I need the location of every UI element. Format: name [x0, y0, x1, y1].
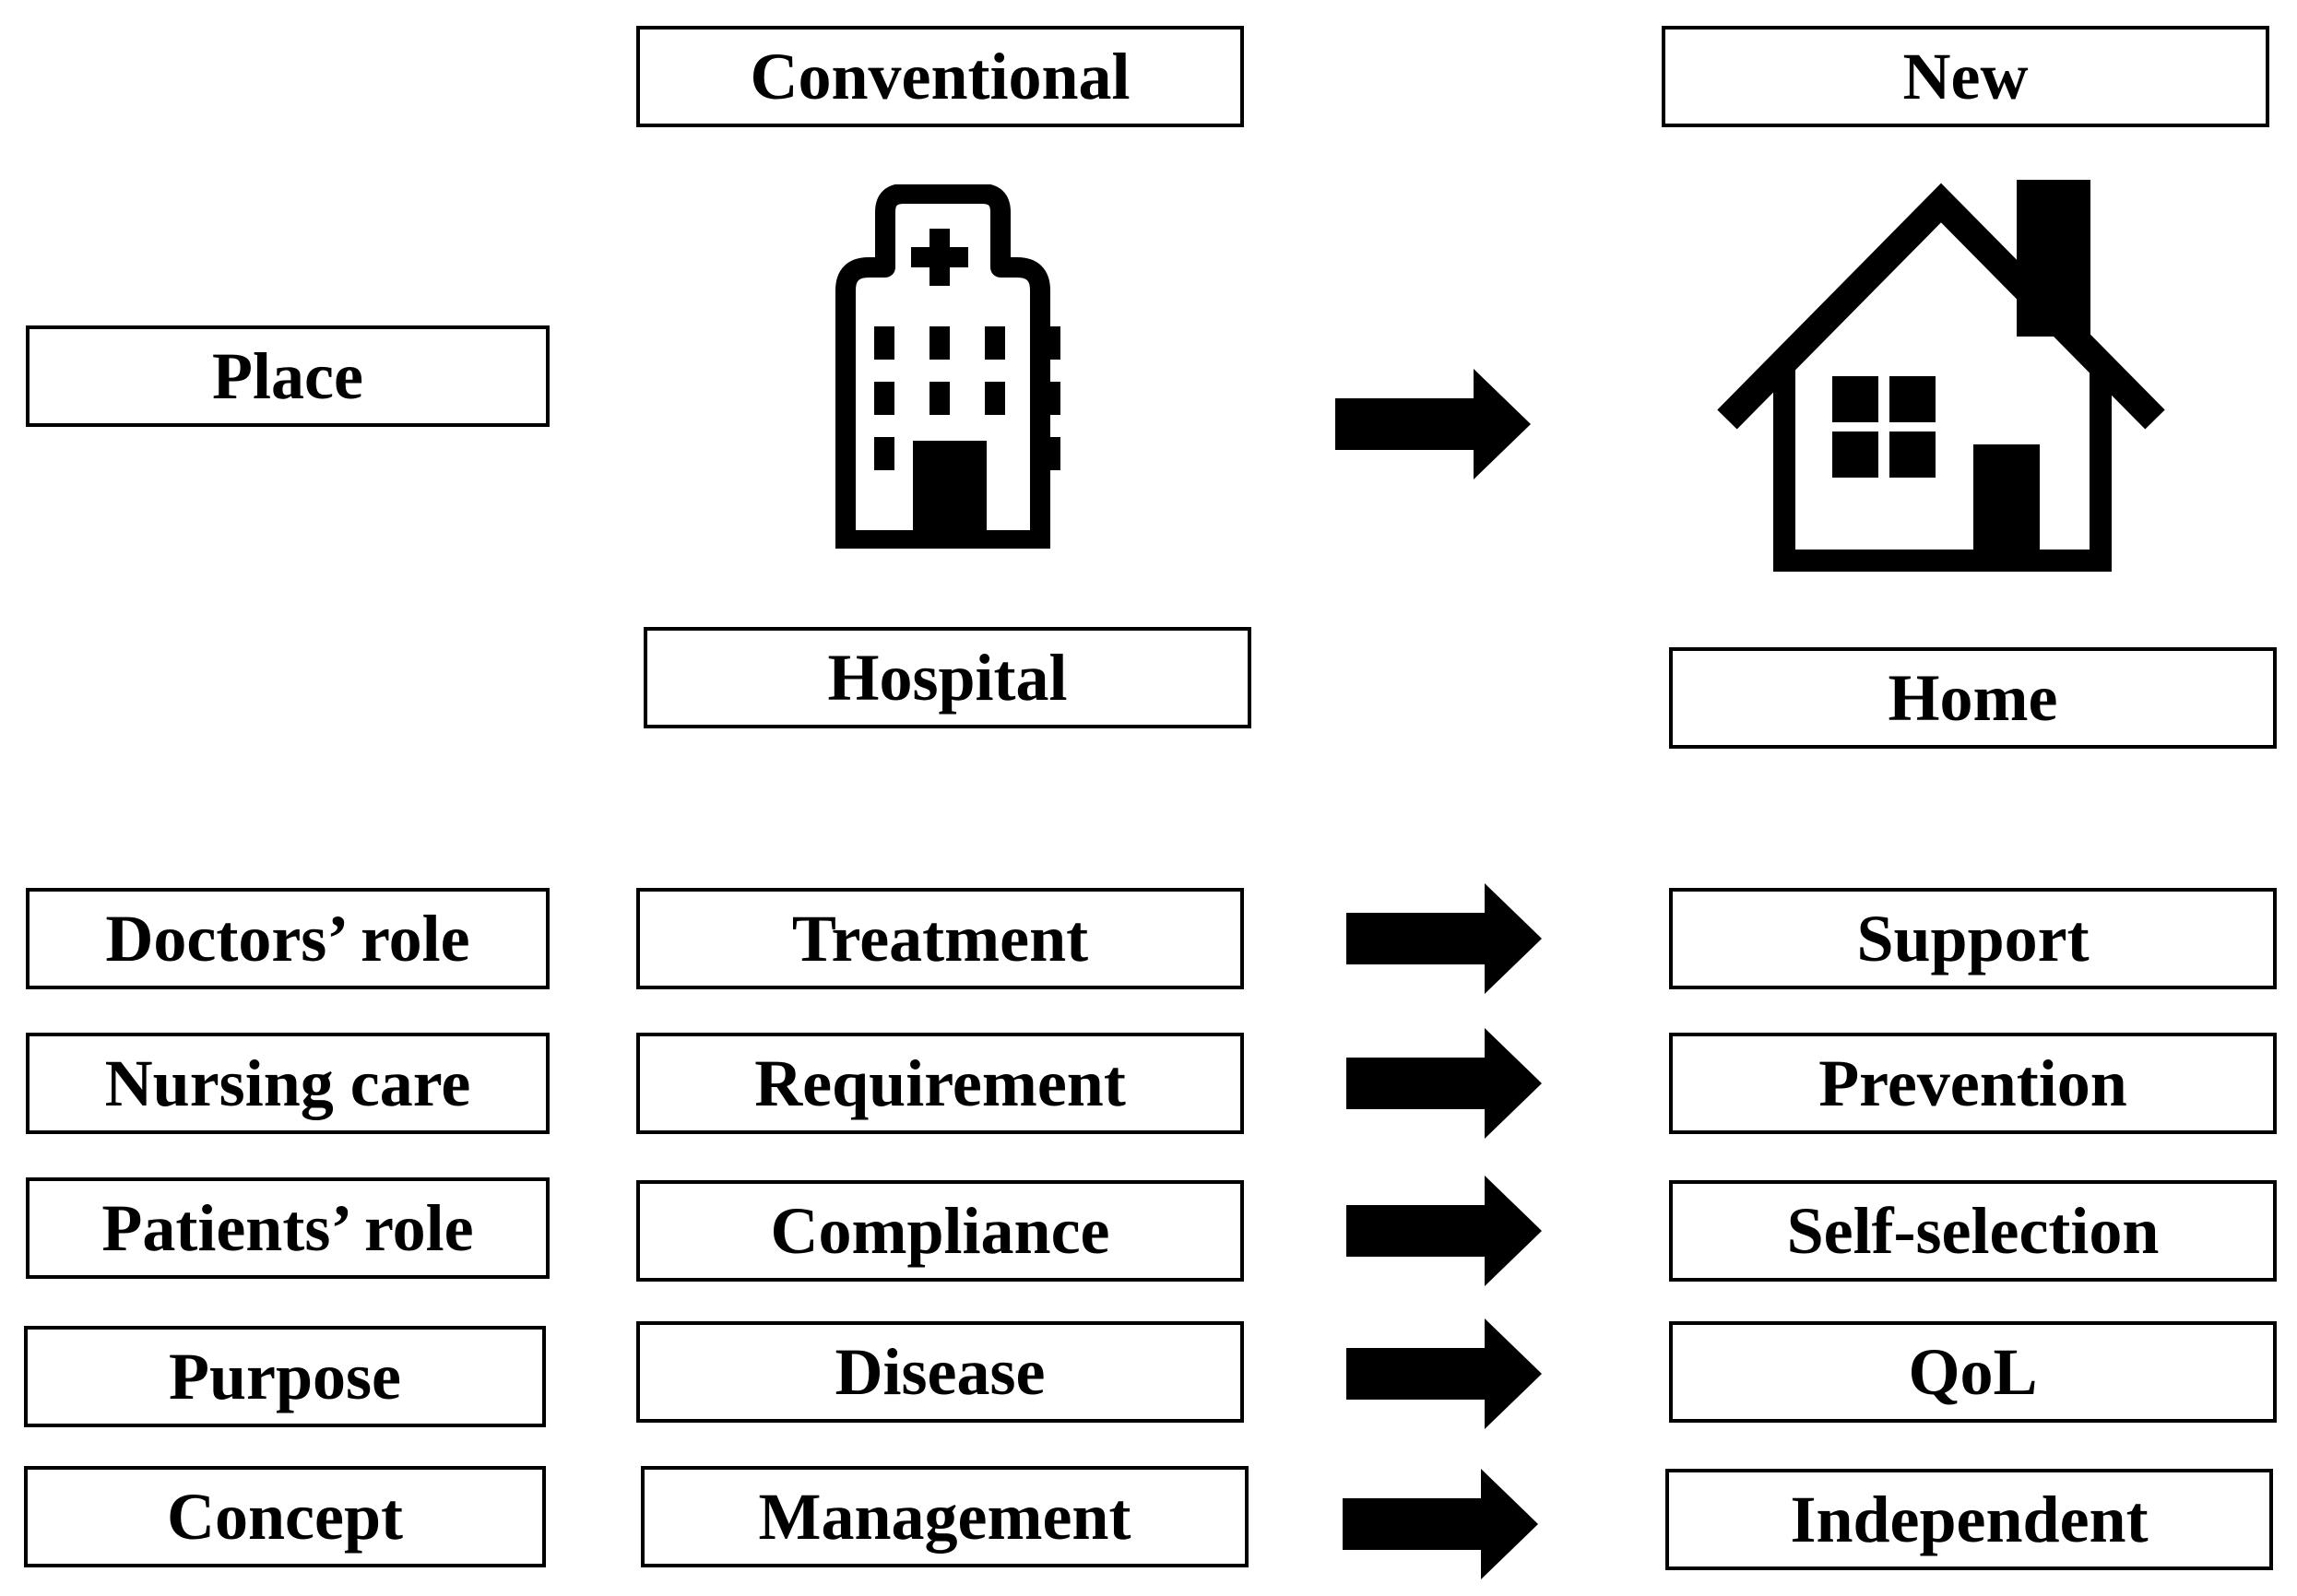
row-label: Concept: [24, 1466, 546, 1567]
right-arrow-icon: [1346, 1028, 1542, 1139]
conventional-header: Conventional: [636, 26, 1244, 127]
conventional-place: Hospital: [644, 627, 1251, 728]
right-arrow-icon: [1335, 369, 1531, 479]
conventional-value: Requirement: [636, 1033, 1244, 1134]
right-arrow-icon: [1346, 883, 1542, 994]
new-header: New: [1662, 26, 2269, 127]
conventional-value: Management: [641, 1466, 1249, 1567]
conventional-value: Treatment: [636, 888, 1244, 989]
right-arrow-icon: [1346, 1318, 1542, 1429]
row-label: Nursing care: [26, 1033, 550, 1134]
row-label: Patients’ role: [26, 1177, 550, 1279]
new-value: Self-selection: [1669, 1180, 2277, 1282]
house-icon: [1717, 180, 2165, 572]
conventional-value: Compliance: [636, 1180, 1244, 1282]
new-value: Prevention: [1669, 1033, 2277, 1134]
new-value: Independent: [1665, 1469, 2273, 1570]
right-arrow-icon: [1346, 1176, 1542, 1286]
new-value: Support: [1669, 888, 2277, 989]
new-value: QoL: [1669, 1321, 2277, 1423]
new-place: Home: [1669, 647, 2277, 749]
right-arrow-icon: [1343, 1469, 1538, 1579]
conventional-value: Disease: [636, 1321, 1244, 1423]
place-label: Place: [26, 325, 550, 427]
row-label: Purpose: [24, 1326, 546, 1427]
row-label: Doctors’ role: [26, 888, 550, 989]
hospital-icon: [835, 184, 1060, 549]
